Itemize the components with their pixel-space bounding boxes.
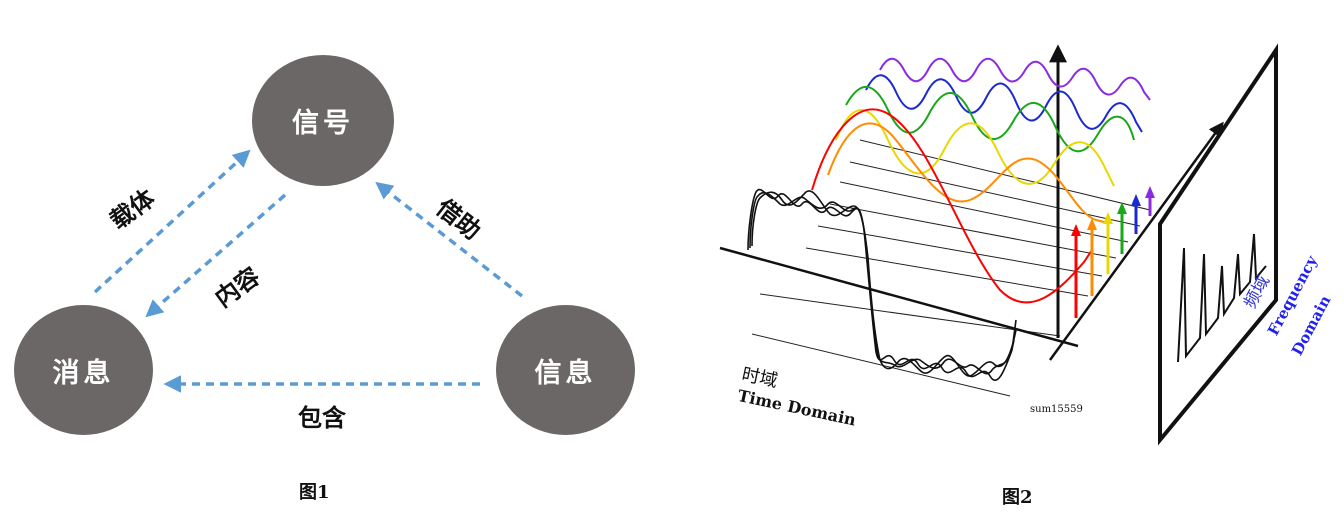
- harmonic-waves: [811, 57, 1151, 304]
- harmonic-wave-red: [811, 108, 1093, 304]
- harmonic-wave-orange: [827, 122, 1105, 223]
- arrow-message-to-signal: [93, 149, 251, 294]
- harmonic-wave-blue: [865, 74, 1143, 133]
- spectrum-lines: [1177, 233, 1267, 363]
- waveform-tag: sum15559: [1030, 404, 1083, 415]
- figure1-caption: 图1: [299, 482, 330, 503]
- node-signal: 信号: [252, 55, 394, 186]
- frequency-panel: [1158, 43, 1278, 446]
- square-wave: [747, 188, 1017, 381]
- frequency-axis: [1048, 121, 1224, 361]
- node-info: 信息: [496, 305, 635, 435]
- diagram-information-signal-message: [93, 149, 524, 393]
- spectrum-arrows: [1071, 186, 1155, 318]
- time-axis: [719, 246, 1079, 348]
- node-message: 消息: [14, 305, 153, 435]
- figure2-caption: 图2: [1002, 487, 1033, 508]
- harmonic-wave-purple: [879, 57, 1151, 101]
- arrow-signal-to-message: [145, 193, 287, 318]
- arrow-info-to-signal: [375, 181, 524, 298]
- relation-contains-label: 包含: [298, 404, 346, 432]
